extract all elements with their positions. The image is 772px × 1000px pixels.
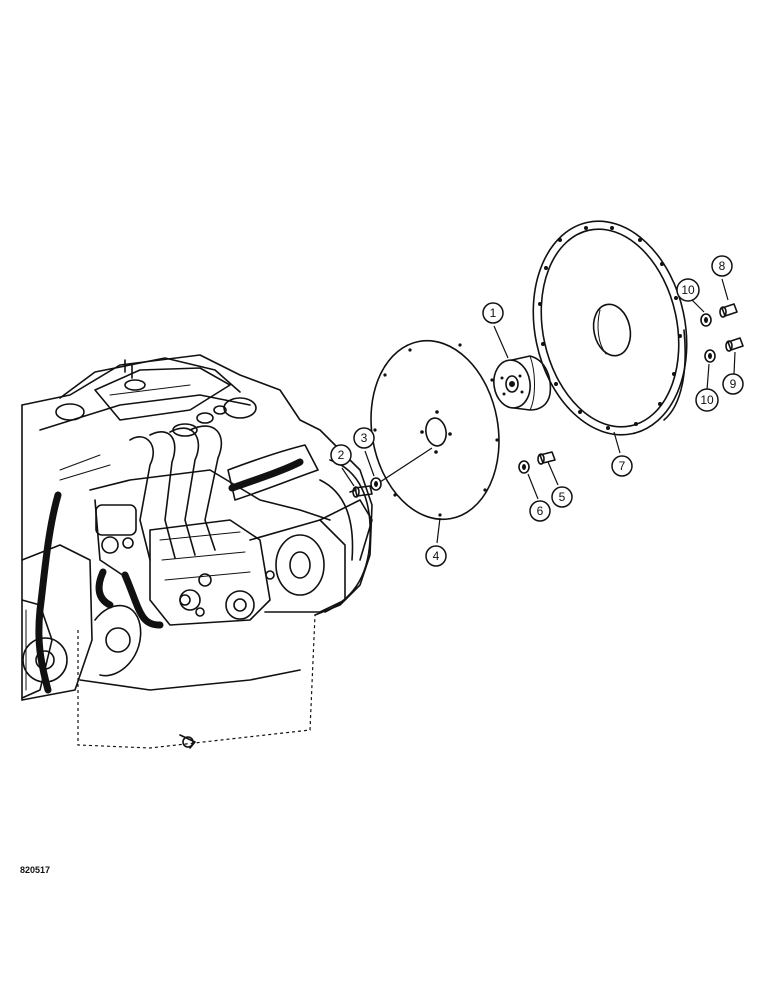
callout-8: 8 xyxy=(711,255,733,277)
part-3-washer xyxy=(370,477,382,491)
engine-illustration xyxy=(21,354,373,749)
svg-text:6: 6 xyxy=(537,504,544,518)
part-6-washer xyxy=(518,460,530,474)
callout-1: 1 xyxy=(482,302,504,324)
svg-text:8: 8 xyxy=(719,259,726,273)
callout-6: 6 xyxy=(529,500,551,522)
callout-4: 4 xyxy=(425,545,447,567)
part-2-bolt xyxy=(349,485,373,498)
part-10-washer-lower xyxy=(704,349,716,363)
callout-2: 2 xyxy=(330,444,352,466)
part-10-washer-upper xyxy=(700,313,712,327)
callout-3: 3 xyxy=(353,427,375,449)
part-9-bolt xyxy=(725,337,744,352)
part-8-bolt xyxy=(719,303,738,318)
svg-text:1: 1 xyxy=(490,306,497,320)
callout-7: 7 xyxy=(611,455,633,477)
part-5-bolt xyxy=(537,451,556,465)
callout-leaders xyxy=(341,278,736,544)
svg-text:2: 2 xyxy=(338,448,345,462)
svg-text:3: 3 xyxy=(361,431,368,445)
svg-text:7: 7 xyxy=(619,459,626,473)
svg-text:9: 9 xyxy=(730,377,737,391)
figure-id: 820517 xyxy=(20,865,50,875)
svg-text:5: 5 xyxy=(559,490,566,504)
svg-text:10: 10 xyxy=(681,283,695,297)
svg-text:10: 10 xyxy=(700,393,714,407)
part-1-hub xyxy=(493,355,552,411)
callout-10b: 10 xyxy=(695,388,719,412)
callout-5: 5 xyxy=(551,486,573,508)
part-4-flex-plate xyxy=(370,339,500,521)
callout-10a: 10 xyxy=(676,278,700,302)
part-7-adapter-ring xyxy=(532,220,688,436)
callout-9: 9 xyxy=(722,373,744,395)
svg-text:4: 4 xyxy=(433,549,440,563)
